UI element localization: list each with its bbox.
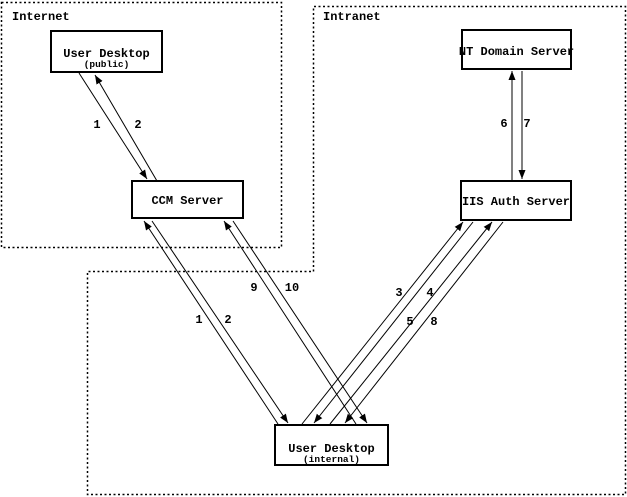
user-desktop-internal-box <box>274 424 389 466</box>
node-nt-domain-server: NT Domain Server <box>459 29 574 70</box>
arrow-label-7: 7 <box>523 117 530 131</box>
arrow-label-9: 9 <box>250 281 257 295</box>
arrow-10-ccm-to-internal-desktop <box>232 220 368 424</box>
arrow-label-5: 5 <box>406 315 413 329</box>
intranet-zone-border <box>86 5 627 496</box>
iis-auth-server-title: IIS Auth Server <box>462 195 570 209</box>
arrow-2-ccm-to-internal-desktop <box>151 220 289 424</box>
internet-zone-border <box>0 1 283 249</box>
user-desktop-internal-title: User Desktop <box>288 442 374 456</box>
node-user-desktop-public: User Desktop (public) <box>50 30 163 73</box>
nt-domain-server-box <box>461 29 572 70</box>
user-desktop-public-title: User Desktop <box>63 47 149 61</box>
arrow-4-iis-to-internal-desktop <box>313 221 474 424</box>
arrow-1-public-desktop-to-ccm <box>78 72 148 180</box>
arrow-label-2-public: 2 <box>134 118 141 132</box>
arrow-label-1-internal: 1 <box>195 313 202 327</box>
iis-auth-server-box <box>460 180 572 221</box>
internet-zone-label: Internet <box>12 10 70 24</box>
ccm-server-box <box>131 180 244 219</box>
arrow-2-ccm-to-public-desktop <box>94 74 158 182</box>
arrow-label-8: 8 <box>430 315 437 329</box>
node-ccm-server: CCM Server <box>131 180 244 219</box>
arrow-9-internal-desktop-to-ccm <box>223 220 357 425</box>
arrow-label-6: 6 <box>500 117 507 131</box>
arrow-label-1-public: 1 <box>93 118 100 132</box>
user-desktop-public-box <box>50 30 163 73</box>
arrow-8-iis-to-internal-desktop <box>344 221 504 424</box>
arrow-label-10: 10 <box>285 281 299 295</box>
nt-domain-server-title: NT Domain Server <box>459 45 574 59</box>
intranet-zone-label: Intranet <box>323 10 381 24</box>
arrow-label-4: 4 <box>426 286 433 300</box>
arrow-1-internal-desktop-to-ccm <box>143 220 279 425</box>
arrow-label-2-internal: 2 <box>224 313 231 327</box>
arrow-5-internal-desktop-to-iis <box>329 221 493 425</box>
node-iis-auth-server: IIS Auth Server <box>460 180 572 221</box>
user-desktop-internal-subtitle: (internal) <box>303 454 360 465</box>
arrow-3-internal-desktop-to-iis <box>301 221 464 425</box>
node-user-desktop-internal: User Desktop (internal) <box>274 424 389 466</box>
user-desktop-public-subtitle: (public) <box>84 59 130 70</box>
ccm-server-title: CCM Server <box>151 194 223 208</box>
arrow-label-3: 3 <box>395 286 402 300</box>
